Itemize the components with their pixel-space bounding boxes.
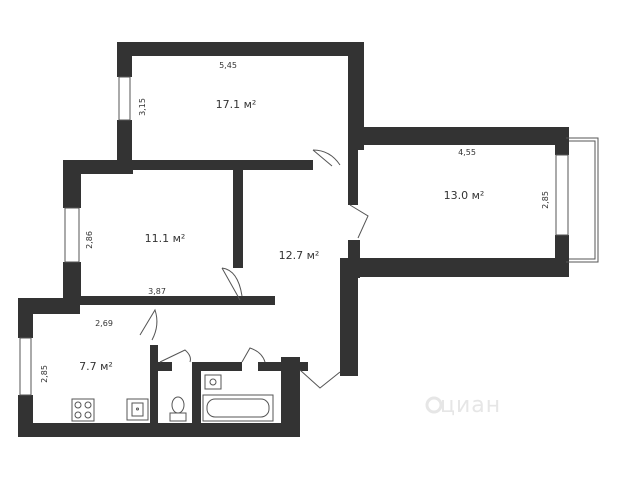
door-toilet (159, 349, 191, 363)
watermark-icon (425, 396, 443, 414)
door-kitchen (139, 308, 158, 341)
door-entrance (299, 369, 341, 389)
left-room-width: 3,87 (148, 287, 166, 296)
door-left-room (221, 267, 243, 301)
toilet-icon (169, 396, 187, 422)
left-room-height: 2,86 (85, 231, 94, 249)
top-room-area: 17.1 м² (216, 98, 257, 111)
right-room-height: 2,85 (541, 191, 550, 209)
walls (18, 42, 569, 437)
balcony-inner (569, 140, 596, 260)
door-top-room (312, 149, 341, 167)
right-room-width: 4,55 (458, 148, 476, 157)
fixtures (71, 374, 274, 422)
stove-icon (71, 398, 95, 422)
top-room-height: 3,15 (138, 98, 147, 116)
kitchen-width: 2,69 (95, 319, 113, 328)
kitchen-area: 7.7 м² (79, 360, 113, 373)
top-room-width: 5,45 (219, 61, 237, 70)
left-room-area: 11.1 м² (145, 232, 186, 245)
sink-icon (126, 398, 149, 421)
watermark-logo: циан (440, 393, 501, 418)
kitchen-height: 2,85 (40, 365, 49, 383)
washbasin-icon (204, 374, 222, 390)
window-right-room (555, 154, 569, 236)
hallway-area: 12.7 м² (279, 249, 320, 262)
windows (19, 76, 569, 396)
bathtub-icon (202, 394, 274, 422)
door-bathroom (241, 347, 266, 363)
doors (139, 149, 369, 389)
window-kitchen (19, 337, 32, 396)
balcony (566, 137, 599, 263)
window-left-room (64, 207, 80, 263)
door-right-room (349, 204, 369, 239)
right-room-area: 13.0 м² (444, 189, 485, 202)
window-top-room (118, 76, 131, 121)
